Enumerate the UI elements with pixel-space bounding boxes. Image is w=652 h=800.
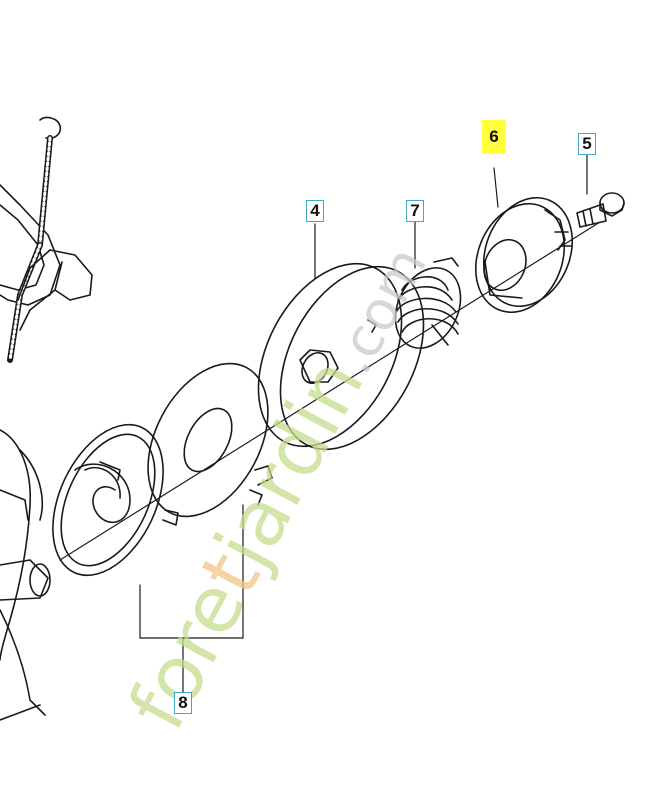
recoil-spring-part-8 [52,423,179,577]
spring-cover-plate [147,362,273,518]
coil-spring-part-7 [394,257,462,349]
callout-7: 7 [406,200,424,222]
assembly-axis [59,221,601,561]
pawl-hub-part-6 [474,196,574,314]
callout-8: 8 [174,692,192,714]
callout-6-highlighted: 6 [482,120,506,154]
rope-pulley-part-4 [257,262,425,451]
callout-4: 4 [306,200,324,222]
screw-part-5 [576,192,625,228]
callout-5: 5 [578,133,596,155]
leader-lines [139,154,588,693]
throttle-handle [7,116,93,363]
housing-part [0,184,61,721]
